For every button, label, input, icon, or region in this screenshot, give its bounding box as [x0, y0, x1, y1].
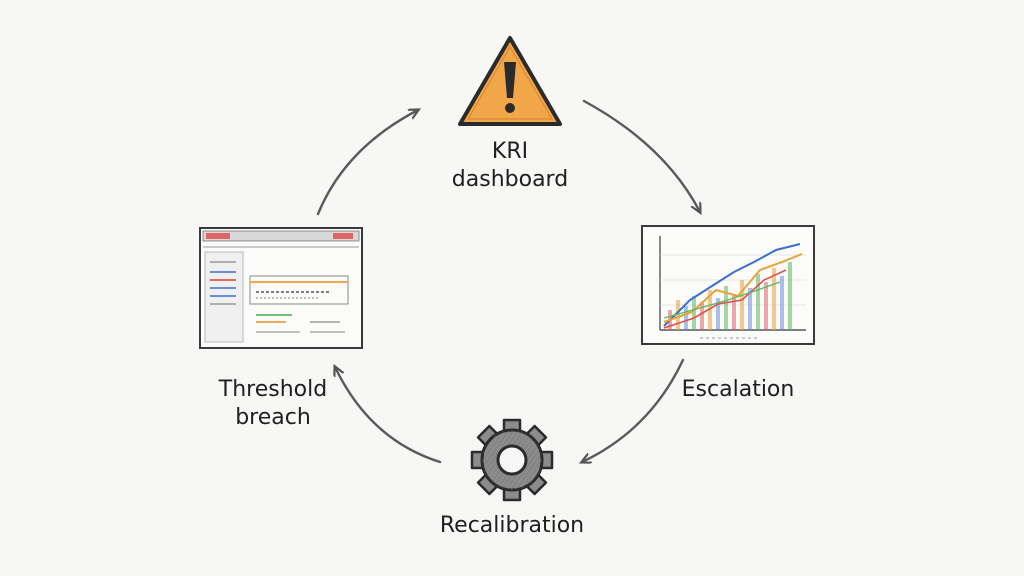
warning-triangle-icon [458, 36, 562, 126]
arrow-recalibration-to-threshold [335, 367, 442, 464]
arrow-threshold-to-kri [316, 110, 418, 216]
kri-dashboard-label-line2: dashboard [451, 167, 569, 192]
escalation-label: Escalation [681, 377, 795, 402]
threshold-breach-label-line2: breach [235, 405, 311, 430]
arrow-escalation-to-recalibration [582, 358, 685, 462]
recalibration-label: Recalibration [439, 513, 585, 538]
gear-icon [470, 418, 554, 502]
kri-dashboard-label-line1: KRI [491, 139, 529, 164]
kri-dashboard-label: KRI dashboard [430, 138, 590, 194]
threshold-breach-label-line1: Threshold [218, 377, 328, 402]
arrow-kri-to-escalation [582, 99, 700, 212]
threshold-breach-label: Threshold breach [206, 376, 340, 432]
dashboard-window-icon [199, 227, 363, 349]
line-chart-icon [641, 225, 815, 345]
